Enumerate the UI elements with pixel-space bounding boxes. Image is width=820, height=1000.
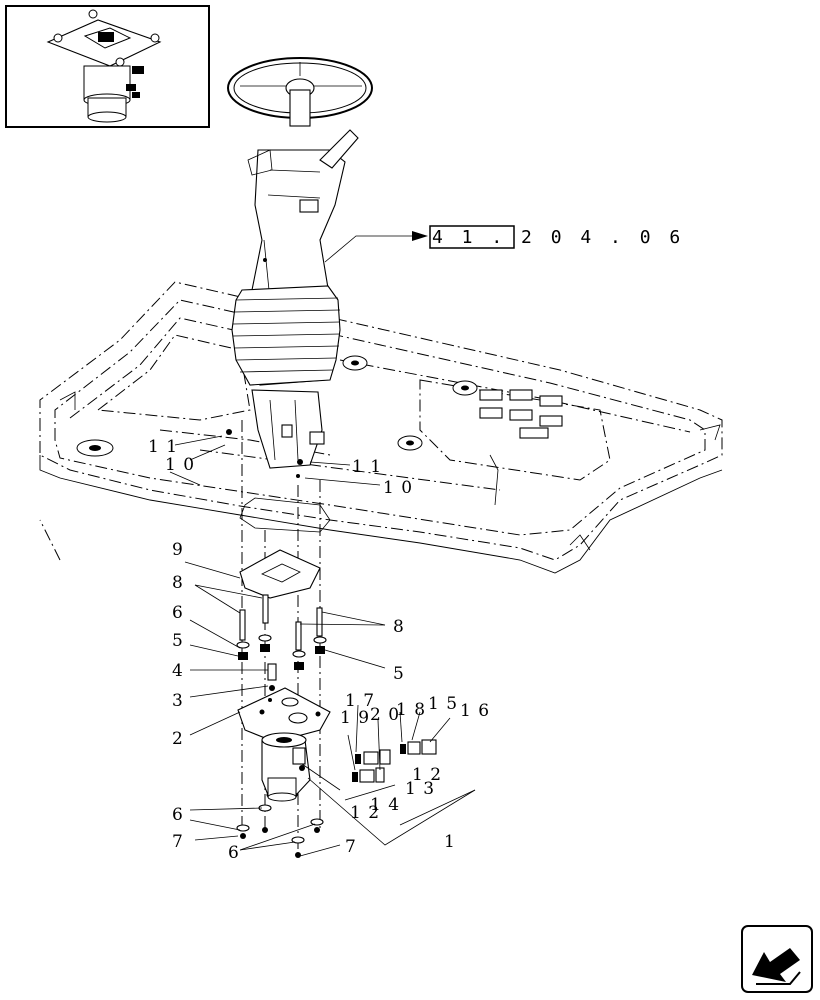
callout-5: 5 [172, 631, 184, 651]
callout-6: 6 [172, 805, 184, 825]
callout-20: 2 0 [370, 705, 400, 725]
callout-19: 1 9 [340, 708, 370, 728]
callout-18: 1 8 [396, 700, 426, 720]
reference-code: 4 1 . 2 0 4 . 0 6 [432, 227, 684, 248]
cab-floor-outline [39, 281, 723, 574]
callout-labels: 9 8 8 6 5 5 4 3 2 6 7 6 7 1 1 1 1 0 1 1 … [148, 437, 490, 863]
callout-7: 7 [345, 837, 357, 857]
callout-9: 9 [172, 540, 184, 560]
callout-3: 3 [172, 691, 184, 711]
callout-2: 2 [172, 729, 184, 749]
callout-10: 1 0 [165, 455, 195, 475]
callout-16: 1 6 [460, 701, 490, 721]
callout-6: 6 [172, 603, 184, 623]
steering-unit-thumbnail-icon [46, 9, 162, 123]
callout-8: 8 [393, 617, 405, 637]
callout-15: 1 5 [428, 694, 458, 714]
callout-12: 1 2 [412, 765, 442, 785]
callout-11: 1 1 [148, 437, 178, 457]
callout-1: 1 [444, 832, 456, 852]
callout-8: 8 [172, 573, 184, 593]
leader-lines [174, 231, 476, 857]
callout-6: 6 [228, 843, 240, 863]
steering-column [226, 129, 359, 478]
callout-4: 4 [172, 661, 184, 681]
callout-5: 5 [393, 664, 405, 684]
callout-13: 1 3 [405, 779, 435, 799]
callout-17: 1 7 [345, 691, 375, 711]
next-page-arrow-icon[interactable] [741, 925, 813, 993]
thumbnail-inset[interactable] [5, 5, 210, 128]
callout-12: 1 2 [350, 803, 380, 823]
callout-11: 1 1 [352, 457, 382, 477]
callout-7: 7 [172, 832, 184, 852]
steering-wheel [227, 57, 373, 127]
reference-link[interactable]: 4 1 . 2 0 4 . 0 6 [429, 225, 684, 249]
callout-14: 1 4 [370, 795, 400, 815]
callout-10: 1 0 [383, 478, 413, 498]
